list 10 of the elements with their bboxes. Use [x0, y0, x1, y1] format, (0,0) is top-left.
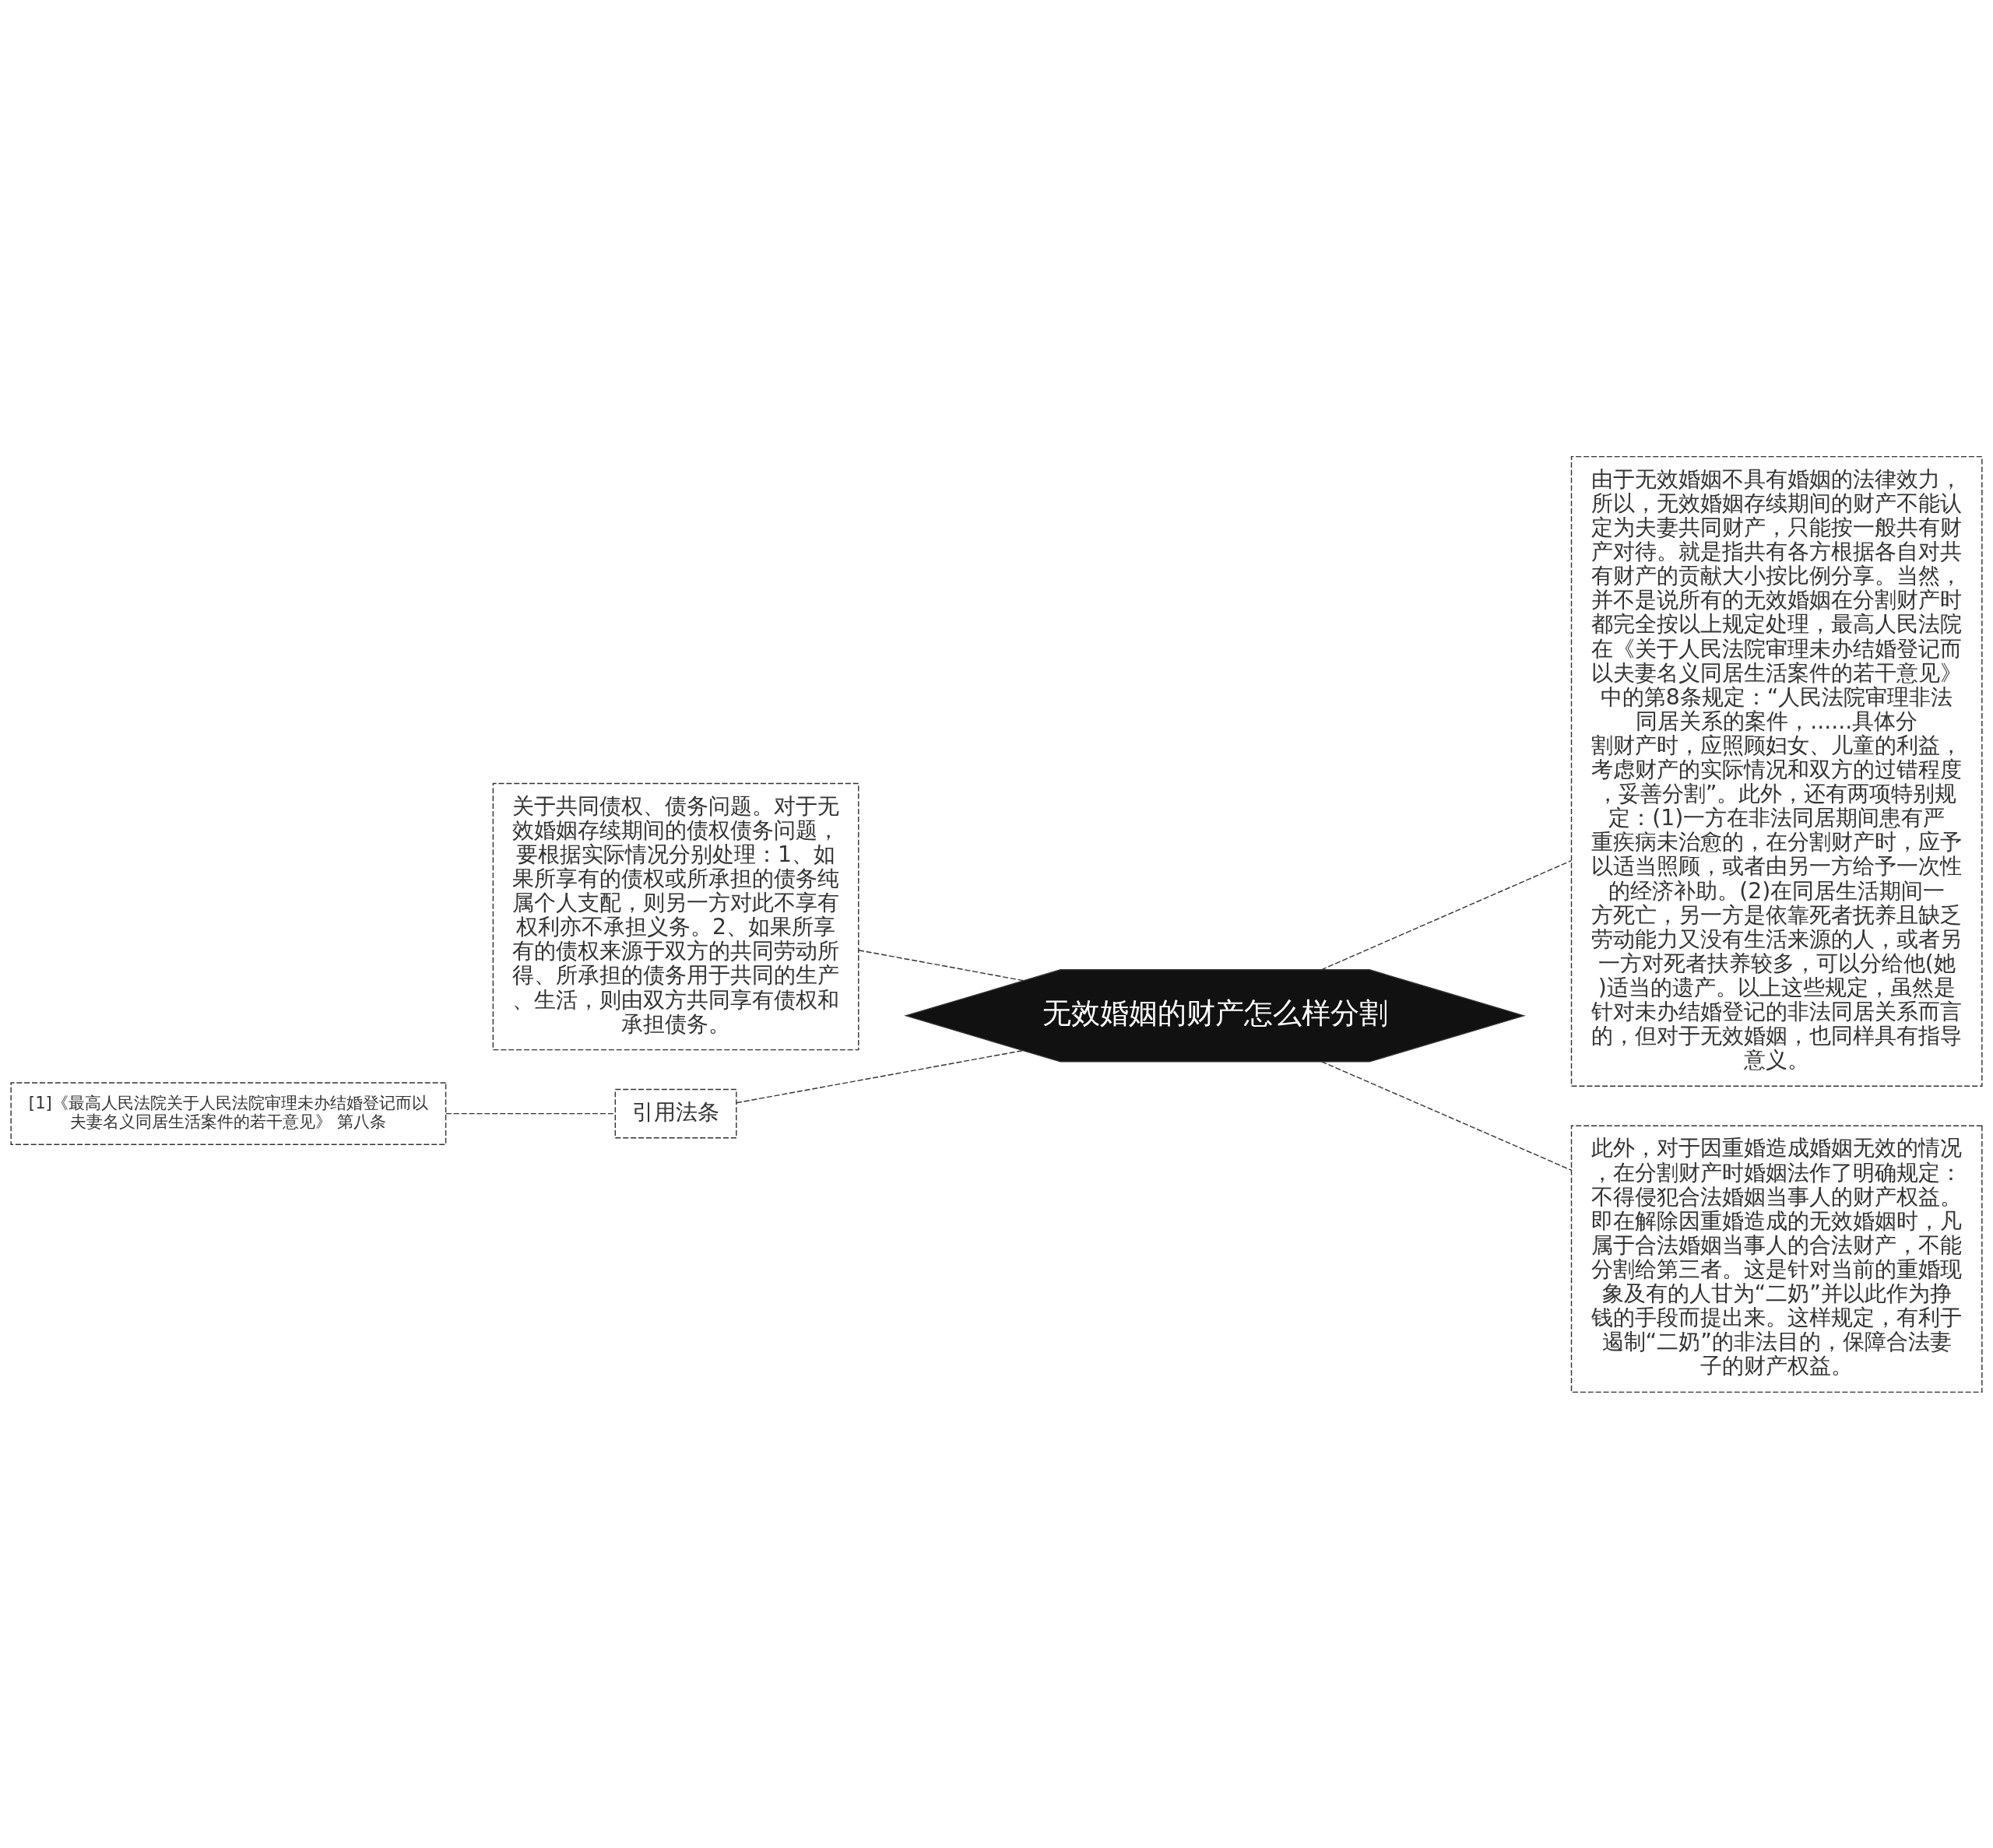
connector — [858, 949, 1025, 981]
connector — [445, 1112, 616, 1114]
connector — [1320, 859, 1573, 970]
node-box: [1]《最高人民法院关于人民法院审理未办结婚登记而以夫妻名义同居生活案件的若干意见》 第八条 — [10, 1081, 447, 1145]
connector — [1320, 1060, 1573, 1171]
node-box: 由于无效婚姻不具有婚姻的法律效力，所以，无效婚姻存续期间的财产不能认定为夫妻共同财产，只能按一般共有财产对待。就是指共有各方根据各自对共有财产的贡献大小按比例分享。当然，并不是说所有的无效婚姻在分割财产时都完全按以上规定处理，最高人民法院在《关于人民法院审理未办结婚登记而以夫妻名义同居生活案件的若干意见》中的第8条规定：“人民法院审理非法同居关系的案件，......具体分割财产时，应照顾妇女、儿童的利益，考虑财产的实际情况和双方的过错程度，妥善分割”。此外，还有两项特别规定：(1)一方在非法同居期间患有严重疾病未治愈的，在分割财产时，应予以适当照顾，或者由另一方给予一次性的经济补助。(2)在同居生活期间一方死亡，另一方是依靠死者抚养且缺乏劳动能力又没有生活来源的人，或者另一方对死者扶养较多，可以分给他(她)适当的遗产。以上这些规定，虽然是针对未办结婚登记的非法同居关系而言的，但对于无效婚姻，也同样具有指导意义。 — [1570, 455, 1983, 1087]
node-box: 此外，对于因重婚造成婚姻无效的情况，在分割财产时婚姻法作了明确规定：不得侵犯合法婚姻当事人的财产权益。即在解除因重婚造成的无效婚姻时，凡属于合法婚姻当事人的合法财产，不能分割给第三者。这是针对当前的重婚现象及有的人甘为“二奶”并以此作为挣钱的手段而提出来。这样规定，有利于遏制“二奶”的非法目的，保障合法妻子的财产权益。 — [1570, 1125, 1983, 1393]
connector — [736, 1049, 1024, 1103]
node-box: 关于共同债权、债务问题。对于无效婚姻存续期间的债权债务问题，要根据实际情况分别处理：1、如果所享有的债权或所承担的债务纯属个人支配，则另一方对此不享有权利亦不承担义务。2、如果所享有的债权来源于双方的共同劳动所得、所承担的债务用于共同的生产、生活，则由双方共同享有债权和承担债务。 — [492, 782, 859, 1050]
node-box: 引用法条 — [614, 1088, 737, 1138]
